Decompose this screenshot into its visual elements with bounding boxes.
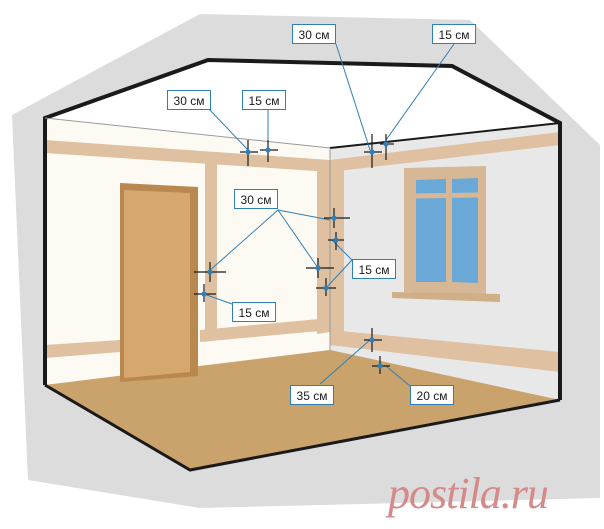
- window-glass-right: [452, 178, 478, 283]
- front-wall-top-stripe: [45, 140, 330, 172]
- leader-floor-35: [319, 339, 371, 385]
- vertical-stripe-corner-left: [317, 170, 330, 334]
- door-leaf: [124, 190, 190, 378]
- leader-corner-30-a: [277, 209, 331, 221]
- label-ceiling-front-30: 30 см: [167, 90, 211, 110]
- window-crossbar: [415, 192, 479, 199]
- marker-ceiling-front-2: [260, 140, 278, 162]
- label-floor-35: 35 см: [290, 385, 334, 405]
- floor-outline: [44, 383, 561, 472]
- vertical-stripe-corner-right: [330, 168, 344, 336]
- room-outline: [43, 57, 562, 400]
- label-ceiling-corner-30: 30 см: [292, 24, 336, 44]
- marker-floor-1: [364, 328, 382, 352]
- leader-corner-30-c: [207, 209, 279, 273]
- marker-floor-2: [372, 356, 390, 374]
- floor: [45, 350, 560, 470]
- label-corner-30: 30 см: [234, 189, 278, 209]
- right-wall-bottom-stripe: [330, 330, 560, 372]
- leader-ceiling-front-30: [207, 107, 249, 151]
- window-glass-left: [416, 179, 446, 282]
- marker-ceiling-corner-2: [380, 134, 394, 160]
- leader-door-15: [203, 293, 233, 305]
- vertical-stripe-door: [205, 160, 217, 342]
- marker-corner-3: [306, 258, 334, 278]
- marker-ceiling-corner-1: [364, 134, 382, 168]
- label-ceiling-front-15: 15 см: [242, 90, 286, 110]
- ceiling: [45, 60, 560, 148]
- marker-corner-1: [324, 208, 350, 228]
- window-sill: [392, 292, 500, 302]
- leader-corner-15-b: [325, 259, 353, 289]
- leader-floor-20: [385, 365, 411, 387]
- marker-door-1: [194, 262, 226, 282]
- watermark: postila.ru: [388, 469, 549, 518]
- marker-ceiling-front-1: [240, 140, 258, 166]
- leader-corner-30-b: [277, 209, 319, 269]
- leader-corner-15-a: [331, 239, 353, 261]
- front-wall-mid-stripe-2: [200, 318, 330, 342]
- leader-ceiling-corner-30: [335, 43, 371, 151]
- label-ceiling-corner-15: 15 см: [432, 24, 476, 44]
- marker-door-2: [194, 284, 216, 302]
- front-wall-mid-stripe: [45, 340, 120, 358]
- leader-ceiling-corner-15: [385, 43, 455, 141]
- label-door-15: 15 см: [232, 302, 276, 322]
- right-wall-top-stripe: [330, 132, 560, 172]
- marker-corner-4: [316, 278, 336, 296]
- ceiling-front-edge: [44, 117, 331, 149]
- label-corner-15: 15 см: [352, 259, 396, 279]
- label-floor-20: 20 см: [410, 385, 454, 405]
- marker-corner-2: [328, 232, 344, 250]
- leader-lines: [203, 43, 455, 387]
- junction-markers: [194, 134, 394, 374]
